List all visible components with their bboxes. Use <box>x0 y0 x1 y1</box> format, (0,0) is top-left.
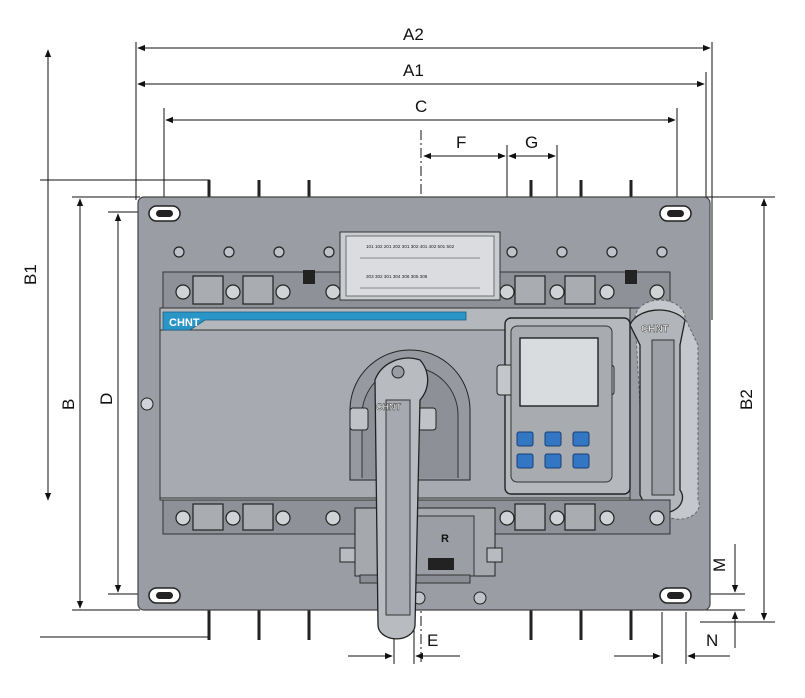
side-handle[interactable] <box>629 299 700 520</box>
position-label: R <box>441 533 449 545</box>
brand-stripe <box>162 311 467 331</box>
dim-label-m: M <box>710 558 729 572</box>
indicator-hole <box>140 397 154 411</box>
dim-label-f: F <box>456 133 466 152</box>
keypad-button[interactable] <box>544 453 562 469</box>
keypad-button[interactable] <box>572 431 590 447</box>
keypad-button[interactable] <box>572 453 590 469</box>
dim-label-a2: A2 <box>403 25 424 44</box>
center-handle-logo: CHNT <box>376 402 401 412</box>
dim-label-e: E <box>427 631 438 650</box>
keypad[interactable] <box>516 431 590 469</box>
side-handle-logo: CHNT <box>641 324 669 335</box>
brand-logo: CHNT <box>169 317 200 329</box>
top-screws <box>173 246 668 258</box>
keypad-button[interactable] <box>516 431 534 447</box>
keypad-button[interactable] <box>544 431 562 447</box>
dim-label-g: G <box>525 133 538 152</box>
center-handle[interactable] <box>374 357 429 640</box>
lcd-display <box>519 337 599 407</box>
dim-label-d: D <box>97 393 116 405</box>
top-terminal-lugs <box>192 275 596 305</box>
terminal-labels-row2: 303 302 301 304 306 305 308 <box>366 274 428 279</box>
dim-label-a1: A1 <box>403 61 424 80</box>
dim-label-n: N <box>706 631 718 650</box>
dim-label-b2: B2 <box>737 389 756 410</box>
dim-label-b1: B1 <box>21 264 40 285</box>
dim-label-c: C <box>415 97 427 116</box>
terminal-labels-row1: 101 102 201 202 301 302 401 402 501 502 <box>366 244 455 249</box>
keypad-button[interactable] <box>516 453 534 469</box>
dim-label-b: B <box>59 399 78 410</box>
